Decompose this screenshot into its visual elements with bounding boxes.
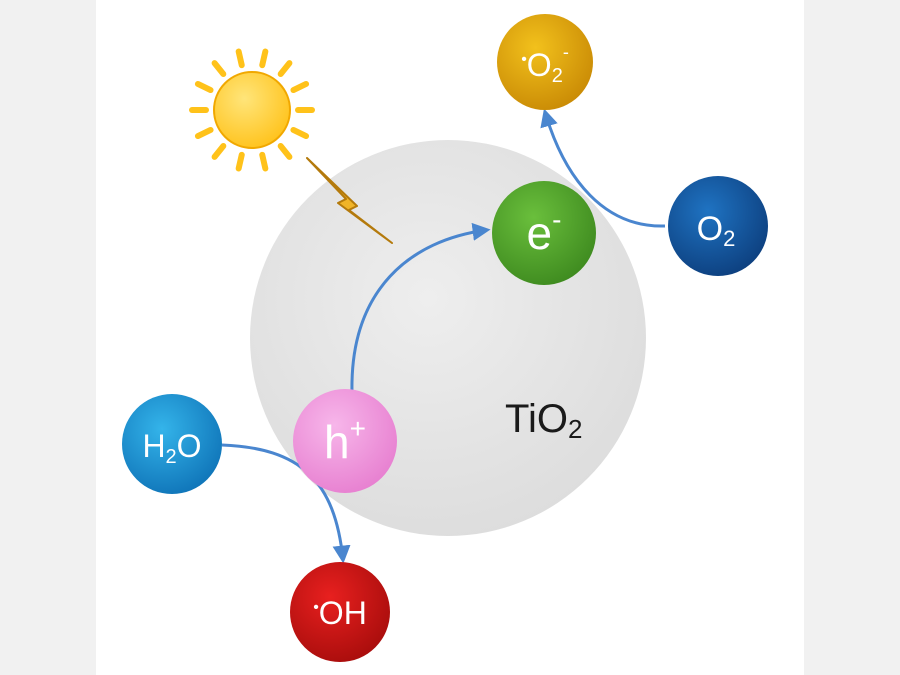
- hole-charge: +: [350, 413, 366, 444]
- tio2-label: TiO2: [505, 397, 582, 444]
- hole-node: h+: [293, 389, 397, 493]
- sun-ray: [211, 142, 227, 160]
- sun-ray: [277, 60, 293, 78]
- hydroxyl-label: OH: [319, 595, 367, 631]
- sun-icon: [189, 48, 315, 172]
- lightning-icon: [306, 157, 393, 244]
- superoxide-dot: •: [521, 51, 527, 68]
- electron-label: e: [527, 207, 553, 259]
- electron-node: e-: [492, 181, 596, 285]
- svg-text:h+: h+: [324, 413, 366, 468]
- water-node: H2O: [122, 394, 222, 494]
- sun-ray: [259, 48, 269, 69]
- hydroxyl-node: •OH: [290, 562, 390, 662]
- svg-text:•OH: •OH: [313, 595, 367, 631]
- superoxide-node: •O2-: [497, 14, 593, 110]
- water-label: H: [142, 428, 165, 464]
- sun-ray: [290, 126, 310, 140]
- o2-node: O2: [668, 176, 768, 276]
- sun-ray: [235, 151, 245, 172]
- sun-ray: [277, 142, 293, 160]
- left-background-band: [0, 0, 96, 675]
- electron-charge: -: [552, 204, 561, 235]
- svg-text:•O2-: •O2-: [521, 42, 569, 87]
- svg-text:e-: e-: [527, 204, 562, 259]
- o2-label: O: [697, 210, 723, 248]
- right-background-band: [804, 0, 900, 675]
- sun-ray: [235, 48, 245, 69]
- hydroxyl-dot: •: [313, 599, 319, 616]
- arrow-hole-to-electron: [350, 222, 491, 393]
- sun-ray: [194, 80, 214, 94]
- superoxide-label: O: [527, 47, 552, 83]
- sun-ray: [194, 126, 214, 140]
- svg-text:O2: O2: [697, 210, 736, 251]
- sun-ray: [259, 151, 269, 172]
- sun-ray: [211, 60, 227, 78]
- svg-text:H2O: H2O: [142, 428, 201, 468]
- hole-label: h: [324, 416, 350, 468]
- arrow-o2-to-superoxide: [540, 108, 666, 228]
- sun-ray: [290, 80, 310, 94]
